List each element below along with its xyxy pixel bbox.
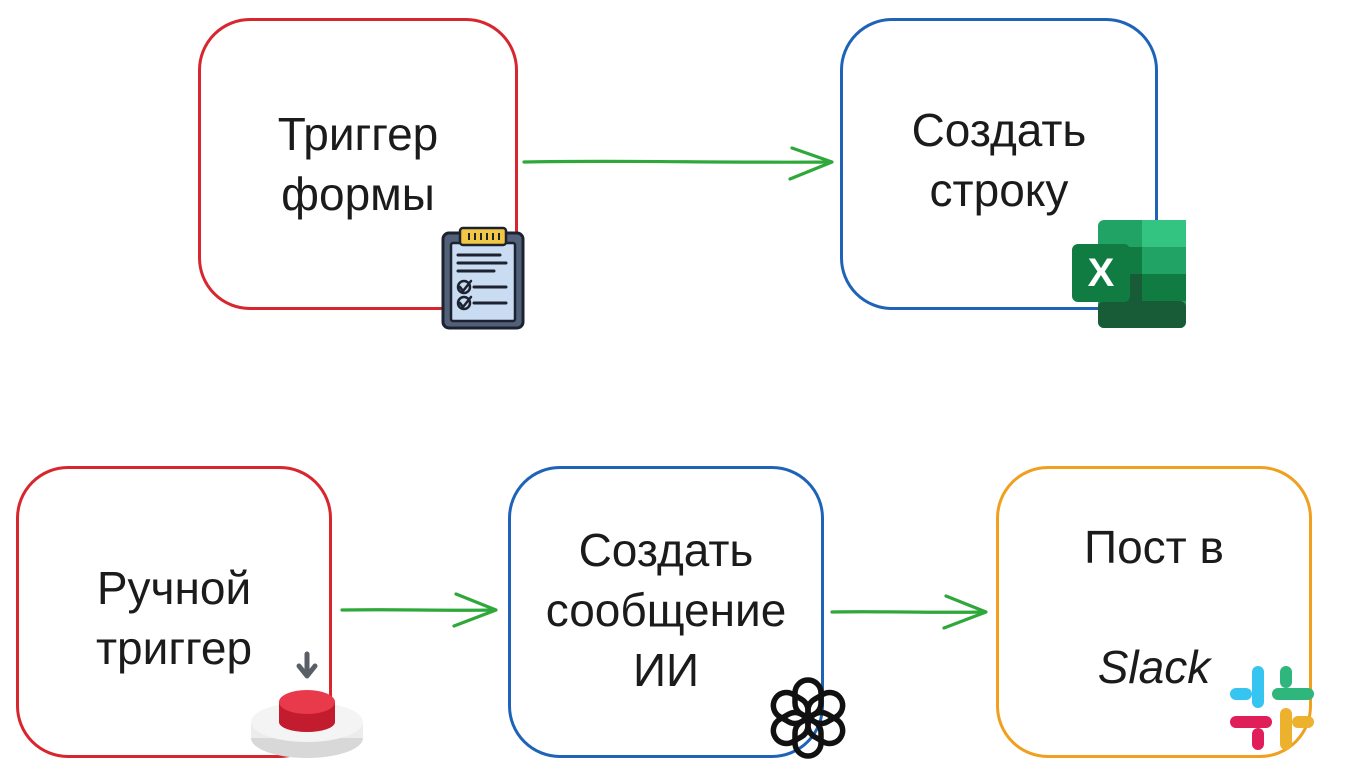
- red-push-button-icon: [251, 651, 363, 758]
- arrow-form-to-row: [522, 146, 834, 181]
- node-slack-post-line2: Slack: [1097, 641, 1211, 693]
- node-manual-trigger-label: Ручной триггер: [95, 562, 253, 674]
- node-create-row-label: Создать строку: [911, 104, 1087, 216]
- arrow-manual-to-ai: [340, 592, 498, 628]
- node-form-trigger-label: Триггер формы: [277, 108, 439, 220]
- node-slack-post-line1: Пост в: [1084, 521, 1224, 573]
- node-manual-trigger[interactable]: Ручной триггер: [16, 466, 332, 758]
- node-slack-post[interactable]: Пост в Slack: [996, 466, 1312, 758]
- openai-icon: [770, 677, 846, 759]
- arrow-ai-to-slack: [830, 594, 988, 630]
- clipboard-checklist-icon: [441, 226, 525, 330]
- node-slack-post-label: Пост в Slack: [1084, 457, 1224, 757]
- svg-text:X: X: [1088, 251, 1115, 295]
- excel-icon: X: [1072, 220, 1186, 328]
- slack-icon: [1230, 666, 1314, 750]
- node-create-ai-message-label: Создать сообщение ИИ: [545, 524, 787, 696]
